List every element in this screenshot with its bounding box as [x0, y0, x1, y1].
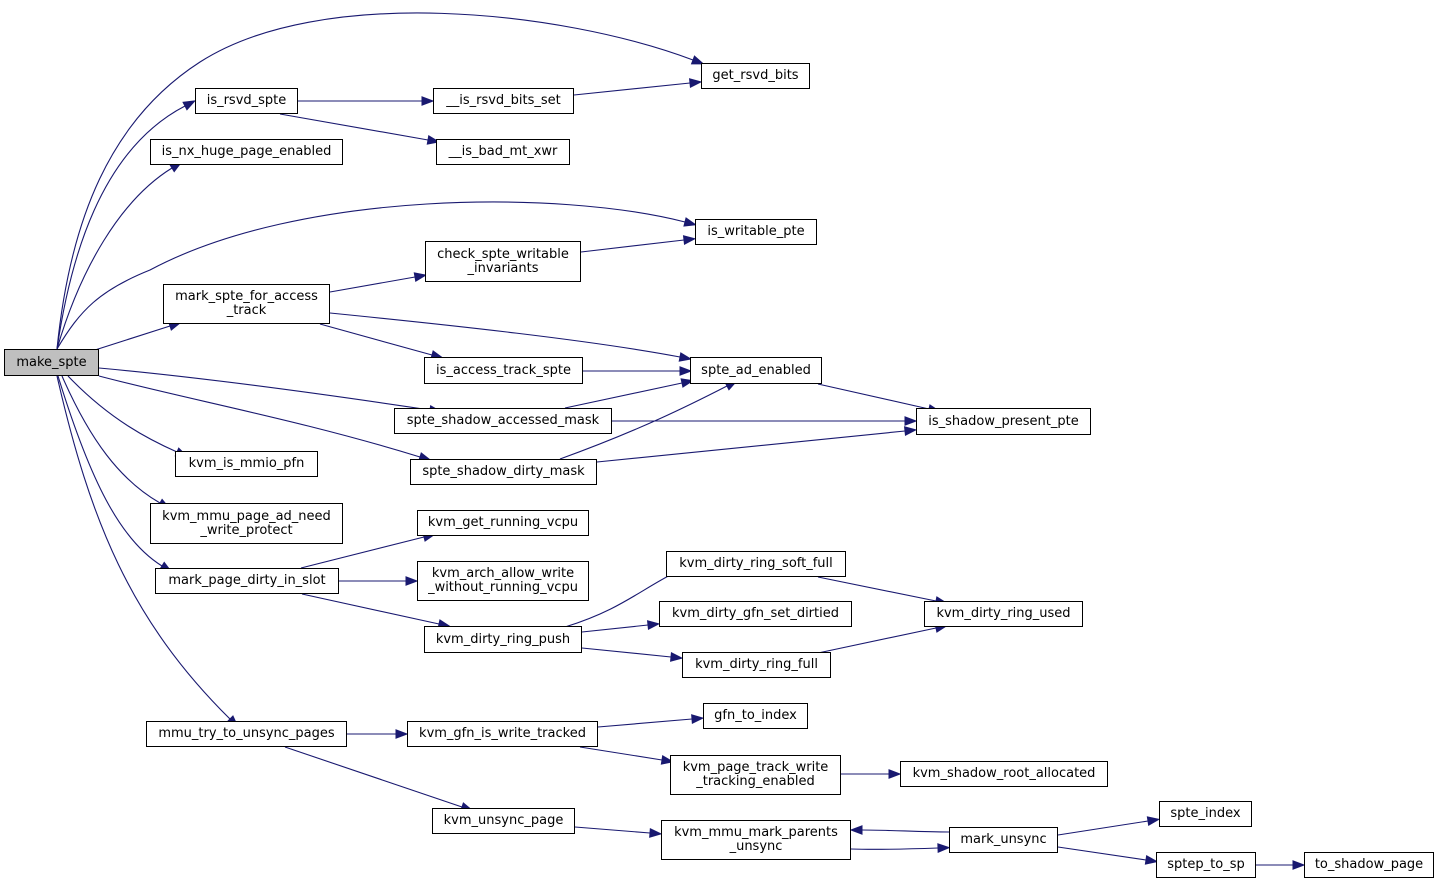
node-is-shadow-present-pte[interactable]: is_shadow_present_pte: [916, 408, 1091, 435]
node-is-bad-mt-xwr[interactable]: __is_bad_mt_xwr: [436, 139, 570, 165]
edge-arrowhead: [678, 352, 693, 362]
node-sptep-to-sp[interactable]: sptep_to_sp: [1156, 852, 1256, 878]
node-is-rsvd-bits-set[interactable]: __is_rsvd_bits_set: [433, 88, 574, 114]
edge-is-access-track-spte-to-spte-ad-enabled: [583, 366, 693, 376]
node-mark-page-dirty-in-slot[interactable]: mark_page_dirty_in_slot: [155, 568, 339, 594]
edge-kvm-dirty-ring-push-to-kvm-dirty-gfn-set-dirtied: [581, 620, 661, 633]
edge-arrowhead: [690, 55, 705, 65]
edge-make-spte-to-spte-shadow-dirty-mask: [98, 375, 432, 462]
edge-arrowhead: [649, 828, 663, 838]
edge-mmu-try-to-unsync-pages-to-kvm-gfn-is-write-tracked: [347, 729, 409, 739]
edge-kvm-mmu-mark-parents-unsync-to-mark-unsync: [850, 843, 951, 853]
node-mark-unsync[interactable]: mark_unsync: [949, 827, 1058, 853]
node-get-rsvd-bits[interactable]: get_rsvd_bits: [701, 63, 810, 89]
node-kvm-mmu-page-ad-need-write-protect[interactable]: kvm_mmu_page_ad_need _write_protect: [150, 503, 343, 544]
edge-make-spte-to-mmu-try-to-unsync-pages: [56, 375, 239, 728]
edge-arrowhead: [182, 100, 197, 111]
edge-arrowhead: [688, 78, 703, 88]
edge-arrowhead: [405, 576, 419, 586]
edge-arrowhead: [849, 825, 863, 835]
node-spte-shadow-dirty-mask[interactable]: spte_shadow_dirty_mask: [410, 459, 597, 485]
edge-spte-shadow-accessed-mask-to-is-shadow-present-pte: [612, 416, 918, 426]
node-kvm-unsync-page[interactable]: kvm_unsync_page: [432, 808, 575, 834]
edge-mmu-try-to-unsync-pages-to-kvm-unsync-page: [284, 746, 474, 812]
edge-arrowhead: [904, 416, 918, 426]
node-kvm-is-mmio-pfn[interactable]: kvm_is_mmio_pfn: [175, 451, 318, 477]
node-is-rsvd-spte[interactable]: is_rsvd_spte: [195, 88, 298, 114]
edge-mark-spte-for-access-track-to-check-spte-writable-invariants: [329, 272, 428, 293]
edge-kvm-page-track-write-tracking-enabled-to-kvm-shadow-root-allocated: [841, 769, 902, 779]
edge-arrowhead: [395, 729, 409, 739]
edge-arrowhead: [1146, 816, 1161, 826]
edge-make-spte-to-get-rsvd-bits: [56, 12, 705, 350]
node-spte-shadow-accessed-mask[interactable]: spte_shadow_accessed_mask: [394, 408, 612, 434]
edge-arrowhead: [426, 135, 441, 145]
edge-arrowhead: [646, 620, 661, 630]
edge-make-spte-to-spte-shadow-accessed-mask: [98, 367, 443, 415]
node-gfn-to-index[interactable]: gfn_to_index: [703, 703, 808, 729]
edge-kvm-unsync-page-to-kvm-mmu-mark-parents-unsync: [574, 826, 663, 838]
edge-check-spte-writable-invariants-to-is-writable-pte: [580, 235, 697, 253]
edge-mark-page-dirty-in-slot-to-kvm-arch-allow-write-without-running-vcpu: [339, 576, 419, 586]
edge-kvm-gfn-is-write-tracked-to-gfn-to-index: [597, 714, 705, 728]
node-spte-index[interactable]: spte_index: [1159, 801, 1252, 827]
edge-make-spte-to-is-writable-pte: [56, 201, 698, 350]
edge-arrowhead: [937, 843, 951, 853]
edge-arrowhead: [691, 714, 705, 724]
edge-arrowhead: [682, 235, 697, 245]
node-kvm-gfn-is-write-tracked[interactable]: kvm_gfn_is_write_tracked: [407, 721, 598, 747]
node-is-access-track-spte[interactable]: is_access_track_spte: [424, 357, 583, 384]
node-spte-ad-enabled[interactable]: spte_ad_enabled: [690, 357, 822, 384]
edge-arrowhead: [679, 366, 693, 376]
node-is-writable-pte[interactable]: is_writable_pte: [695, 219, 817, 245]
edge-mark-unsync-to-spte-index: [1057, 816, 1161, 836]
edge-arrowhead: [421, 96, 435, 106]
node-mmu-try-to-unsync-pages[interactable]: mmu_try_to_unsync_pages: [146, 721, 347, 747]
edge-mark-unsync-to-sptep-to-sp: [1057, 846, 1159, 865]
node-check-spte-writable-invariants[interactable]: check_spte_writable _invariants: [425, 241, 581, 282]
node-kvm-dirty-gfn-set-dirtied[interactable]: kvm_dirty_gfn_set_dirtied: [659, 601, 852, 627]
node-kvm-arch-allow-write-without-running-vcpu[interactable]: kvm_arch_allow_write _without_running_vc…: [417, 561, 589, 601]
edge-is-rsvd-spte-to-is-bad-mt-xwr: [279, 113, 441, 145]
edge-arrowhead: [683, 217, 698, 227]
node-kvm-dirty-ring-push[interactable]: kvm_dirty_ring_push: [424, 626, 582, 653]
edge-arrowhead: [1292, 860, 1306, 870]
edge-arrowhead: [660, 755, 675, 765]
edge-arrowhead: [680, 378, 695, 388]
edge-arrowhead: [888, 769, 902, 779]
edge-arrowhead: [670, 652, 684, 662]
edge-mark-unsync-to-kvm-mmu-mark-parents-unsync: [849, 825, 950, 835]
edge-is-rsvd-spte-to-is-rsvd-bits-set: [298, 96, 435, 106]
node-kvm-get-running-vcpu[interactable]: kvm_get_running_vcpu: [417, 510, 589, 536]
edge-make-spte-to-is-rsvd-spte: [56, 100, 197, 350]
node-mark-spte-for-access-track[interactable]: mark_spte_for_access _track: [163, 284, 330, 324]
edge-mark-spte-for-access-track-to-is-access-track-spte: [319, 323, 444, 360]
edge-mark-spte-for-access-track-to-spte-ad-enabled: [329, 312, 693, 362]
edge-kvm-dirty-ring-full-to-kvm-dirty-ring-used: [817, 623, 949, 654]
edge-kvm-dirty-ring-push-to-kvm-dirty-ring-full: [581, 647, 684, 662]
node-kvm-page-track-write-tracking-enabled[interactable]: kvm_page_track_write _tracking_enabled: [670, 755, 841, 795]
node-kvm-dirty-ring-full[interactable]: kvm_dirty_ring_full: [682, 652, 831, 678]
edge-spte-shadow-accessed-mask-to-spte-ad-enabled: [564, 378, 695, 409]
edge-kvm-gfn-is-write-tracked-to-kvm-page-track-write-tracking-enabled: [579, 746, 675, 765]
edge-arrowhead: [903, 426, 918, 436]
edge-arrowhead: [413, 272, 428, 282]
node-kvm-dirty-ring-soft-full[interactable]: kvm_dirty_ring_soft_full: [666, 551, 846, 577]
node-kvm-mmu-mark-parents-unsync[interactable]: kvm_mmu_mark_parents _unsync: [661, 820, 851, 860]
edge-arrowhead: [1144, 855, 1159, 865]
node-kvm-shadow-root-allocated[interactable]: kvm_shadow_root_allocated: [900, 761, 1108, 787]
edge-make-spte-to-mark-spte-for-access-track: [94, 321, 182, 351]
node-is-nx-huge-page-enabled[interactable]: is_nx_huge_page_enabled: [150, 139, 343, 165]
node-make-spte: make_spte: [4, 349, 99, 376]
node-to-shadow-page[interactable]: to_shadow_page: [1304, 852, 1434, 878]
edge-make-spte-to-kvm-is-mmio-pfn: [67, 375, 189, 458]
edge-sptep-to-sp-to-to-shadow-page: [1256, 860, 1306, 870]
node-kvm-dirty-ring-used[interactable]: kvm_dirty_ring_used: [924, 601, 1083, 627]
edge-is-rsvd-bits-set-to-get-rsvd-bits: [573, 78, 703, 96]
edge-spte-shadow-dirty-mask-to-is-shadow-present-pte: [596, 426, 918, 463]
edge-make-spte-to-kvm-mmu-page-ad-need-write-protect: [61, 375, 171, 510]
